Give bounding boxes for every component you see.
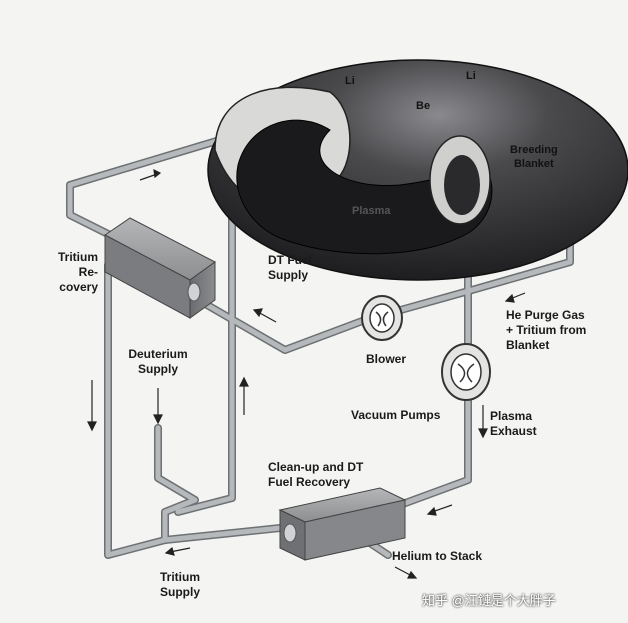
label-li-left: Li [345,75,355,87]
watermark: 知乎 @汪鏈是个大胖子 [422,593,556,608]
label-he-purge-gas: He Purge Gas + Tritium from Blanket [506,308,587,352]
label-deuterium-supply: Deuterium Supply [128,347,188,376]
cleanup-box [278,487,407,561]
label-blower: Blower [366,352,407,366]
arrow-purge-left [257,311,277,323]
label-helium-to-stack: Helium to Stack [392,549,483,563]
pipe-left-down [104,261,169,559]
label-tritium-supply: Tritium Supply [159,570,200,599]
flow-arrows [87,168,526,579]
blower-icon [361,295,403,341]
label-li-right: Li [466,70,476,82]
label-vacuum-pumps: Vacuum Pumps [351,408,441,422]
label-tritium-recovery: Tritium Re- covery [57,250,98,294]
tritium-recovery-box [104,217,216,319]
torus-breeding-blanket [207,59,628,281]
label-be: Be [416,100,431,112]
label-plasma-exhaust: Plasma Exhaust [490,409,537,438]
label-plasma: Plasma [352,205,391,217]
label-breeding-blanket: Breeding Blanket [510,144,558,170]
vacuum-pump-icon [441,343,491,401]
label-dt-fuel-supply: DT Fuel Supply [268,253,312,282]
label-cleanup-dt: Clean-up and DT Fuel Recovery [268,460,364,489]
